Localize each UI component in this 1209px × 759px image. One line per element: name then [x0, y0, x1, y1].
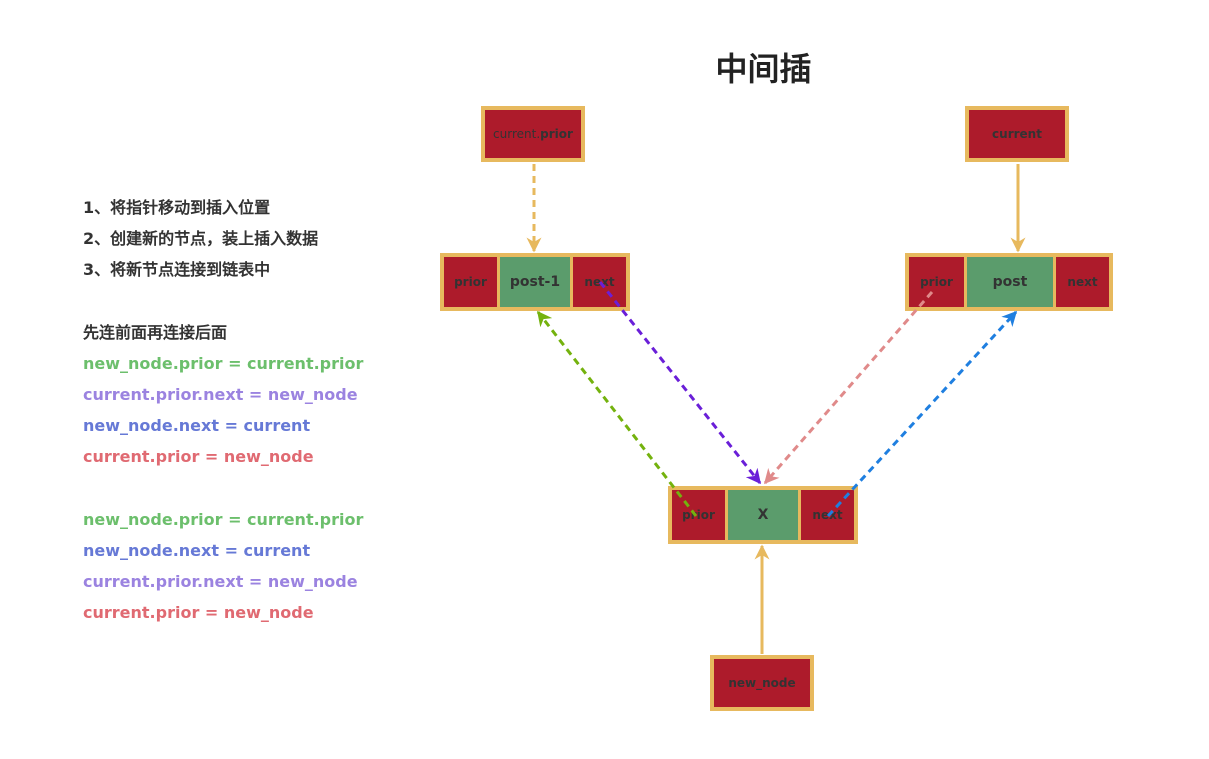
- new-node-label: new_node: [714, 659, 810, 707]
- node-post-1-next: next: [573, 257, 626, 307]
- arrow-post-prior-to-x: [763, 291, 934, 485]
- current-prior-label-a: current.: [493, 127, 541, 141]
- node-post-data: post: [967, 257, 1053, 307]
- step-item: 3、将新节点连接到链表中: [83, 260, 271, 279]
- current-prior-pointer: current.prior: [481, 106, 585, 162]
- node-post-prior: prior: [909, 257, 964, 307]
- current-label: current: [969, 110, 1065, 158]
- code-line: current.prior.next = new_node: [83, 385, 358, 404]
- node-post-1: prior post-1 next: [440, 253, 630, 311]
- current-pointer: current: [965, 106, 1069, 162]
- code-block-1: 先连前面再连接后面 new_node.prior = current.prior…: [83, 321, 363, 476]
- code-line: new_node.prior = current.prior: [83, 510, 364, 529]
- current-prior-label: current.prior: [485, 110, 581, 158]
- order-heading: 先连前面再连接后面: [83, 323, 228, 342]
- steps-list: 1、将指针移动到插入位置 2、创建新的节点，装上插入数据 3、将新节点连接到链表…: [83, 196, 318, 289]
- code-line: new_node.next = current: [83, 541, 311, 560]
- new-node-pointer: new_node: [710, 655, 814, 711]
- code-line: current.prior = new_node: [83, 447, 314, 466]
- code-block-2: new_node.prior = current.prior new_node.…: [83, 508, 363, 632]
- diagram-title: 中间插: [715, 50, 812, 88]
- node-post-1-data: post-1: [500, 257, 570, 307]
- node-post-1-prior: prior: [444, 257, 497, 307]
- code-line: new_node.next = current: [83, 416, 311, 435]
- code-line: new_node.prior = current.prior: [83, 354, 364, 373]
- node-post: prior post next: [905, 253, 1113, 311]
- arrow-x-prior-to-post-1: [536, 310, 698, 517]
- current-prior-label-b: prior: [540, 127, 573, 141]
- arrow-x-next-to-post: [826, 310, 1018, 518]
- step-item: 1、将指针移动到插入位置: [83, 198, 271, 217]
- code-line: current.prior.next = new_node: [83, 572, 358, 591]
- node-x-data: X: [728, 490, 798, 540]
- arrow-post-1-next-to-x: [598, 281, 762, 485]
- node-post-next: next: [1056, 257, 1109, 307]
- step-item: 2、创建新的节点，装上插入数据: [83, 229, 319, 248]
- code-line: current.prior = new_node: [83, 603, 314, 622]
- node-x-prior: prior: [672, 490, 725, 540]
